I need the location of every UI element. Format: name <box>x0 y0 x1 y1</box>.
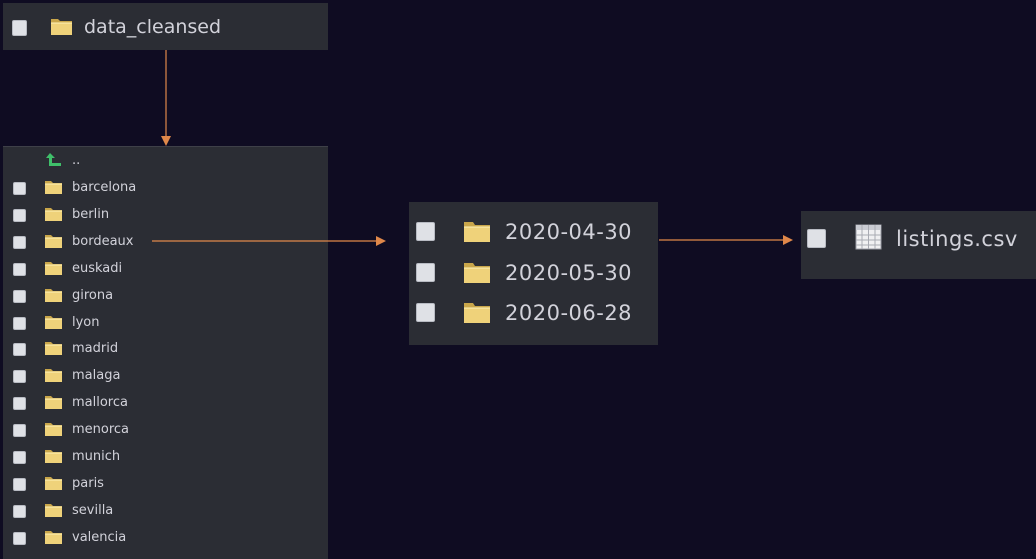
folder-icon <box>50 16 73 36</box>
city-folder-row[interactable]: berlin <box>3 204 328 226</box>
folder-icon <box>463 219 491 243</box>
city-folder-checkbox[interactable] <box>13 316 26 330</box>
root-folder-label: data_cleansed <box>84 16 222 38</box>
file-row[interactable]: listings.csv <box>801 211 1036 267</box>
city-folder-checkbox[interactable] <box>13 477 26 491</box>
root-folder-checkbox[interactable] <box>12 20 27 36</box>
date-folder-row[interactable]: 2020-04-30 <box>409 216 658 248</box>
date-folder-list: 2020-04-30 2020-05-30 2020-06-28 <box>409 202 658 345</box>
date-folder-label: 2020-04-30 <box>505 220 633 244</box>
date-folder-label: 2020-05-30 <box>505 260 633 285</box>
root-folder-row[interactable]: data_cleansed <box>3 3 328 50</box>
up-arrow-icon <box>45 152 63 172</box>
arrow-down-connector <box>161 50 171 146</box>
folder-icon <box>44 529 63 545</box>
city-folder-row[interactable]: paris <box>3 473 328 495</box>
city-folder-label: malaga <box>72 368 121 384</box>
city-folder-checkbox[interactable] <box>13 182 26 195</box>
folder-icon <box>44 260 63 276</box>
root-folder-panel: data_cleansed <box>3 3 328 50</box>
folder-icon <box>463 300 491 324</box>
city-folder-row[interactable]: lyon <box>3 312 328 334</box>
folder-icon <box>44 206 63 222</box>
date-folder-checkbox[interactable] <box>416 222 435 241</box>
file-panel: listings.csv <box>801 211 1036 279</box>
city-folder-checkbox[interactable] <box>13 531 26 545</box>
folder-icon <box>44 448 63 464</box>
folder-icon <box>463 260 491 284</box>
city-folder-row[interactable]: euskadi <box>3 258 328 280</box>
city-folder-label: paris <box>72 475 104 491</box>
city-folder-row[interactable]: valencia <box>3 527 328 549</box>
date-folder-checkbox[interactable] <box>416 303 435 322</box>
city-folder-row[interactable]: barcelona <box>3 177 328 199</box>
folder-icon <box>44 475 63 491</box>
city-folder-checkbox[interactable] <box>13 451 26 464</box>
spreadsheet-icon <box>855 224 882 254</box>
city-folder-row[interactable]: mallorca <box>3 392 328 414</box>
date-folder-label: 2020-06-28 <box>505 301 633 325</box>
city-folder-label: berlin <box>72 206 110 222</box>
city-folder-row[interactable]: girona <box>3 285 328 307</box>
file-label: listings.csv <box>896 227 1018 251</box>
city-folder-checkbox[interactable] <box>13 504 26 518</box>
folder-icon <box>44 394 63 410</box>
city-folder-label: madrid <box>72 341 119 357</box>
city-folder-checkbox[interactable] <box>13 289 26 303</box>
city-folder-label: valencia <box>72 529 127 545</box>
arrow-right-connector-1 <box>152 236 386 246</box>
folder-icon <box>44 233 63 249</box>
city-folder-label: bordeaux <box>72 233 134 249</box>
file-checkbox[interactable] <box>807 229 826 248</box>
date-folder-row[interactable]: 2020-05-30 <box>409 257 658 289</box>
city-folder-checkbox[interactable] <box>13 343 26 357</box>
city-folder-checkbox[interactable] <box>13 262 26 276</box>
city-folder-checkbox[interactable] <box>13 424 26 438</box>
city-folder-label: mallorca <box>72 395 128 411</box>
folder-icon <box>44 502 63 518</box>
city-folder-row[interactable]: munich <box>3 446 328 468</box>
folder-icon <box>44 179 63 195</box>
city-folder-row[interactable]: malaga <box>3 365 328 387</box>
city-folder-label: euskadi <box>72 260 123 276</box>
folder-icon <box>44 287 63 303</box>
folder-icon <box>44 367 63 383</box>
city-folder-checkbox[interactable] <box>13 370 26 384</box>
parent-directory-label: .. <box>72 153 81 168</box>
city-folder-row[interactable]: menorca <box>3 419 328 441</box>
city-folder-label: sevilla <box>72 502 114 518</box>
city-folder-row[interactable]: sevilla <box>3 500 328 522</box>
city-folder-row[interactable]: madrid <box>3 338 328 360</box>
city-folder-checkbox[interactable] <box>13 235 26 249</box>
parent-directory-row[interactable]: .. <box>3 150 328 172</box>
arrow-right-connector-2 <box>659 235 793 245</box>
folder-icon <box>44 421 63 437</box>
city-folder-label: menorca <box>72 422 130 438</box>
date-folder-row[interactable]: 2020-06-28 <box>409 297 658 329</box>
folder-icon <box>44 314 63 330</box>
city-folder-row[interactable]: bordeaux <box>3 231 328 253</box>
city-folder-list: .. barcelona berlin bordeaux euskadi girona l… <box>3 146 328 559</box>
city-folder-label: girona <box>72 287 114 303</box>
city-folder-checkbox[interactable] <box>13 208 26 222</box>
city-folder-label: barcelona <box>72 180 137 195</box>
city-folder-label: lyon <box>72 314 100 330</box>
city-folder-label: munich <box>72 449 121 464</box>
date-folder-checkbox[interactable] <box>416 262 435 282</box>
city-folder-checkbox[interactable] <box>13 397 26 411</box>
folder-icon <box>44 340 63 356</box>
